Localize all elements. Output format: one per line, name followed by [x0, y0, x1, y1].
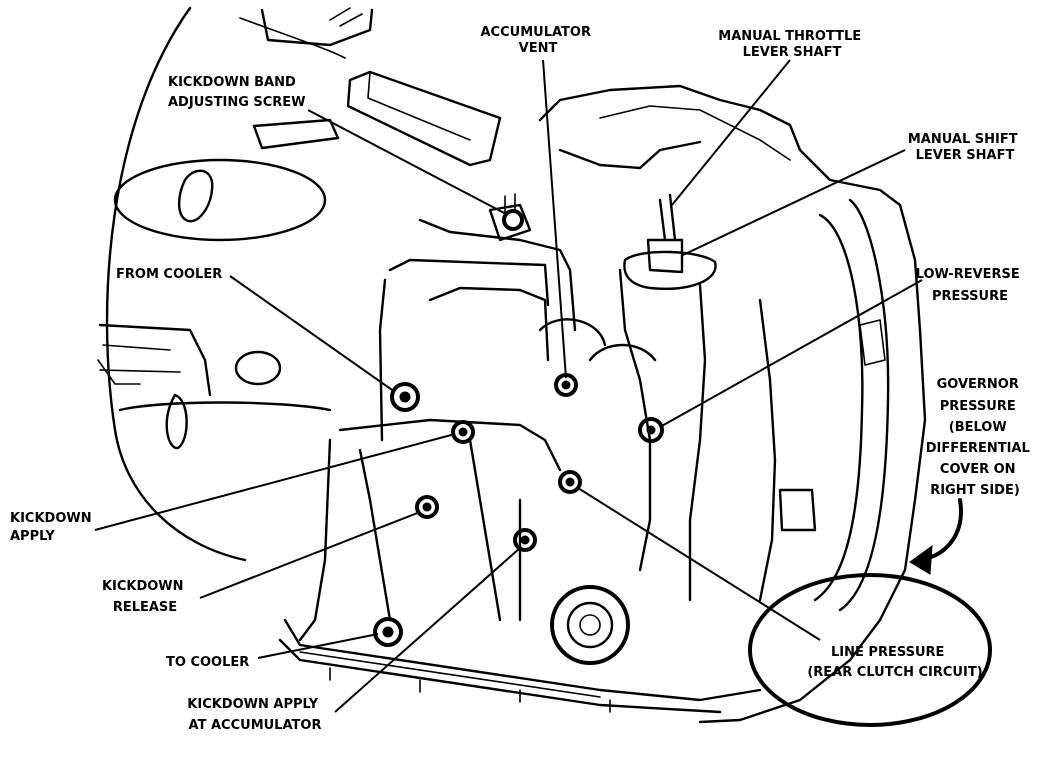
label-to-cooler: TO COOLER	[166, 655, 249, 670]
label-kickdown-apply: KICKDOWN APPLY	[10, 511, 96, 544]
leader-to-cooler	[257, 633, 379, 659]
port-low-reverse	[638, 417, 664, 443]
label-kickdown-apply-accumulator: KICKDOWN APPLY AT ACCUMULATOR	[187, 697, 322, 733]
leader-lines	[94, 59, 923, 713]
port-fittings	[373, 209, 664, 647]
port-from-cooler	[390, 382, 420, 412]
leader-line-pressure	[577, 487, 821, 641]
port-to-cooler	[373, 617, 403, 647]
callout-labels: ACCUMULATOR VENT MANUAL THROTTLE LEVER S…	[10, 25, 1035, 733]
port-line-pressure	[558, 470, 582, 494]
label-line-pressure: LINE PRESSURE (REAR CLUTCH CIRCUIT)	[807, 645, 982, 680]
label-governor: GOVERNOR PRESSURE (BELOW DIFFERENTIAL CO…	[926, 377, 1035, 498]
label-manual-shift: MANUAL SHIFT LEVER SHAFT	[908, 132, 1022, 163]
label-low-reverse: LOW-REVERSE PRESSURE	[916, 267, 1025, 304]
leader-kickdown-band	[307, 109, 509, 216]
port-kickdown-apply	[451, 420, 475, 444]
leader-kickdown-release	[199, 511, 421, 599]
label-from-cooler: FROM COOLER	[116, 267, 222, 282]
leader-from-cooler	[229, 275, 396, 393]
background-parts	[97, 6, 502, 562]
leader-low-reverse	[659, 279, 923, 428]
leader-manual-throttle	[671, 59, 791, 206]
kickdown-band-screw	[502, 209, 524, 231]
port-kickdown-release	[415, 495, 439, 519]
port-kickdown-apply-accumulator	[513, 528, 537, 552]
label-kickdown-release: KICKDOWN RELEASE	[102, 579, 188, 615]
leader-kickdown-apply-accumulator	[334, 547, 521, 713]
transmission-body	[278, 84, 992, 727]
leader-accumulator-vent	[542, 59, 567, 379]
leader-manual-shift	[682, 149, 906, 256]
label-kickdown-band: KICKDOWN BAND ADJUSTING SCREW	[168, 75, 306, 110]
leader-kickdown-apply	[94, 433, 456, 531]
label-manual-throttle: MANUAL THROTTLE LEVER SHAFT	[718, 29, 865, 60]
label-accumulator-vent: ACCUMULATOR VENT	[481, 25, 596, 56]
